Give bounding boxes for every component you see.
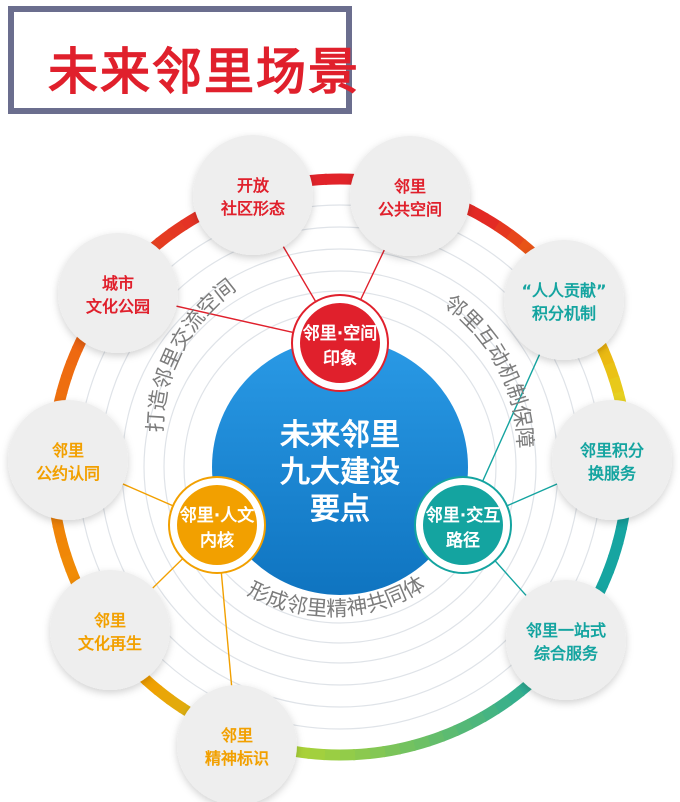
- outer-ring-segment: [468, 205, 489, 224]
- center-label-line: 未来邻里: [280, 418, 400, 453]
- page-title: 未来邻里场景: [48, 43, 360, 101]
- outer-ring-segment: [603, 554, 620, 575]
- outer-node-label-line: 综合服务: [534, 644, 599, 663]
- outer-ring-segment: [479, 703, 500, 723]
- outer-ring-segment: [167, 219, 188, 239]
- outer-ring-segment: [603, 361, 620, 382]
- outer-node-label-line: 城市: [102, 274, 134, 293]
- hub-label-line: 路径: [446, 530, 480, 551]
- outer-ring-segment: [60, 359, 77, 380]
- outer-ring-segment: [165, 694, 187, 714]
- outer-ring-segment: [382, 743, 402, 758]
- outer-ring-segment: [180, 211, 201, 231]
- outer-ring-segment: [56, 374, 72, 394]
- hub-circle-space: [300, 303, 380, 383]
- outer-ring-segment: [466, 711, 487, 730]
- hub-label-line: 邻里·人文: [180, 505, 255, 526]
- outer-ring-segment: [598, 347, 615, 368]
- outer-node-label-line: 积分机制: [532, 304, 596, 323]
- hub-label-line: 邻里·交互: [426, 505, 500, 526]
- outer-node-circle: [8, 400, 128, 520]
- outer-ring-segment: [504, 686, 525, 706]
- outer-ring-segment: [425, 730, 446, 747]
- outer-ring-segment: [608, 376, 625, 396]
- outer-node-circle: [193, 135, 313, 255]
- outer-ring-segment: [367, 746, 386, 760]
- outer-ring-segment: [153, 685, 174, 705]
- hub-label-line: 印象: [323, 348, 357, 369]
- outer-node-label-line: 邻里: [221, 726, 253, 745]
- hub-circle-interact: [423, 485, 503, 565]
- outer-ring-segment: [481, 212, 502, 232]
- outer-node-label-line: 文化再生: [78, 634, 142, 653]
- outer-ring-segment: [411, 735, 431, 752]
- outer-node-label-line: 文化公园: [86, 297, 150, 316]
- outer-ring-segment: [608, 540, 624, 560]
- center-circle: [212, 339, 468, 595]
- outer-ring-segment: [307, 747, 326, 761]
- outer-node-circle: [177, 685, 297, 802]
- outer-ring-segment: [453, 718, 474, 736]
- hub-label-line: 内核: [200, 530, 234, 551]
- outer-node-label-line: 公约认同: [36, 464, 100, 483]
- outer-node-label-line: 邻里积分: [580, 441, 644, 460]
- outer-node-label-line: 社区形态: [220, 199, 285, 218]
- outer-node-circle: [58, 233, 178, 353]
- outer-ring-segment: [493, 220, 515, 240]
- outer-ring-segment: [396, 739, 416, 755]
- outer-ring-segment: [506, 229, 527, 249]
- outer-node-label-line: 邻里一站式: [526, 621, 606, 640]
- outer-node-label-line: 换服务: [588, 464, 637, 483]
- outer-node-label-line: 公共空间: [378, 200, 442, 219]
- outer-ring-segment: [439, 725, 460, 742]
- center-label-line: 九大建设: [280, 455, 400, 490]
- outer-ring-segment: [597, 568, 615, 589]
- hub-circle-culture: [177, 485, 257, 565]
- outer-ring-segment: [309, 173, 328, 187]
- guide-ring: [143, 270, 537, 664]
- outer-node-label-line: “人人贡献”: [521, 281, 606, 300]
- outer-node-circle: [50, 570, 170, 690]
- center-label-line: 要点: [310, 492, 370, 527]
- guide-ring: [163, 290, 517, 644]
- hub-label-line: 邻里·空间: [303, 323, 377, 344]
- outer-node-label-line: 邻里: [394, 177, 426, 196]
- outer-ring-segment: [55, 538, 72, 558]
- outer-ring-segment: [322, 749, 341, 761]
- outer-node-circle: [350, 136, 470, 256]
- outer-node-circle: [506, 580, 626, 700]
- outer-node-label-line: 邻里: [52, 441, 84, 460]
- outer-ring-segment: [65, 345, 83, 366]
- outer-node-circle: [504, 240, 624, 360]
- outer-ring-segment: [155, 228, 176, 248]
- outer-ring-segment: [142, 675, 163, 696]
- outer-node: “人人贡献” 积分机制: [504, 240, 624, 360]
- outer-ring-segment: [352, 747, 371, 761]
- outer-node-label-line: 精神标识: [205, 749, 269, 768]
- outer-ring-segment: [492, 695, 513, 715]
- outer-node-label-line: 邻里: [94, 611, 126, 630]
- outer-ring-segment: [52, 523, 68, 543]
- outer-ring-segment: [612, 525, 628, 545]
- outer-node-label-line: 开放: [237, 176, 270, 195]
- title-frame: 未来邻里场景: [8, 6, 358, 114]
- outer-ring-segment: [60, 552, 77, 573]
- outer-node-circle: [552, 400, 672, 520]
